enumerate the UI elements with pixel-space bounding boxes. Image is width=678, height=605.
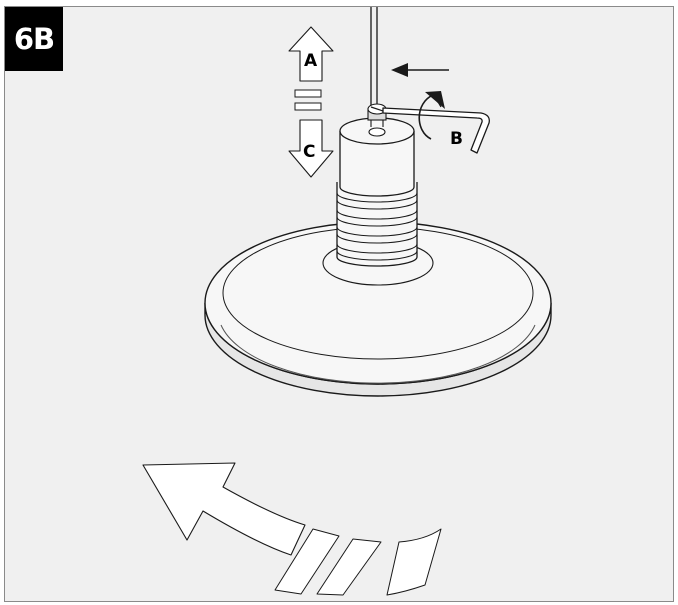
arrow-left-icon	[391, 63, 449, 77]
label-b: B	[450, 129, 463, 149]
pendant-lamp-illustration: B A C	[142, 7, 552, 596]
label-a: A	[304, 51, 318, 71]
label-c: C	[303, 142, 315, 162]
cable-grip-cylinder	[339, 117, 415, 197]
grub-screw	[367, 103, 387, 127]
diagram-frame: 6B	[4, 6, 674, 602]
suspension-cable	[370, 7, 378, 109]
curved-arrow-icon	[142, 462, 442, 596]
allen-key-icon	[382, 107, 490, 154]
rotate-arrow-icon	[418, 91, 445, 140]
step-badge: 6B	[5, 7, 63, 71]
double-arrow-up-down-icon	[288, 26, 334, 178]
threaded-body	[336, 182, 418, 267]
